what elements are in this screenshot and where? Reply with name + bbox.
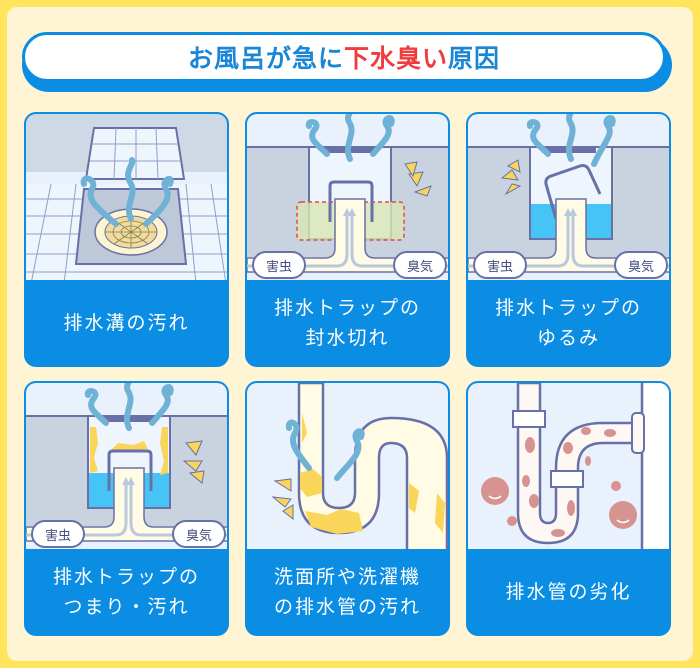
s-trap-dirt-illustration (247, 383, 448, 553)
caption-line-2: ゆるみ (536, 326, 600, 349)
card-caption: 排水溝の汚れ (26, 280, 227, 365)
caption-line-1: 排水トラップの (494, 296, 642, 319)
caption-line-1: 排水トラップの (52, 565, 200, 588)
pest-label: 害虫 (44, 528, 71, 544)
title-part-1: お風呂が急に (187, 44, 344, 73)
odor-label: 臭気 (627, 259, 654, 275)
card-trap-loose: 害虫 臭気 排水トラップの ゆるみ (466, 112, 671, 367)
drain-illustration (26, 114, 227, 284)
card-caption: 排水管の劣化 (468, 549, 669, 634)
caption-line-1: 排水溝の汚れ (63, 311, 190, 334)
card-trap-clog: 害虫 臭気 排水トラップの つまり・汚れ (24, 381, 229, 636)
page-title: お風呂が急に下水臭い原因 (22, 32, 666, 82)
card-caption: 排水トラップの つまり・汚れ (26, 549, 227, 634)
caption-line-2: の排水管の汚れ (273, 595, 421, 618)
card-caption: 排水トラップの 封水切れ (247, 280, 448, 365)
pest-label: 害虫 (486, 259, 513, 275)
odor-label: 臭気 (185, 528, 212, 544)
odor-label: 臭気 (406, 259, 433, 275)
pest-label: 害虫 (265, 259, 292, 275)
title-highlight: 下水臭い (343, 44, 448, 73)
card-sink-washer-pipe-dirt: 洗面所や洗濯機 の排水管の汚れ (245, 381, 450, 636)
caption-line-1: 洗面所や洗濯機 (273, 565, 421, 588)
title-part-3: 原因 (448, 44, 501, 73)
card-drain-dirt: 排水溝の汚れ (24, 112, 229, 367)
card-caption: 洗面所や洗濯機 の排水管の汚れ (247, 549, 448, 634)
card-trap-seal-loss: 害虫 臭気 排水トラップの 封水切れ (245, 112, 450, 367)
caption-line-1: 排水トラップの (273, 296, 421, 319)
caption-line-2: 封水切れ (305, 326, 390, 349)
trap-clog-illustration (26, 383, 227, 553)
card-caption: 排水トラップの ゆるみ (468, 280, 669, 365)
card-pipe-deterioration: 排水管の劣化 (466, 381, 671, 636)
caption-line-1: 排水管の劣化 (505, 580, 632, 603)
pipe-deterioration-illustration (468, 383, 669, 553)
caption-line-2: つまり・汚れ (63, 595, 190, 618)
title-banner: お風呂が急に下水臭い原因 (22, 32, 672, 92)
trap-loose-illustration (468, 114, 669, 284)
trap-seal-loss-illustration (247, 114, 448, 284)
